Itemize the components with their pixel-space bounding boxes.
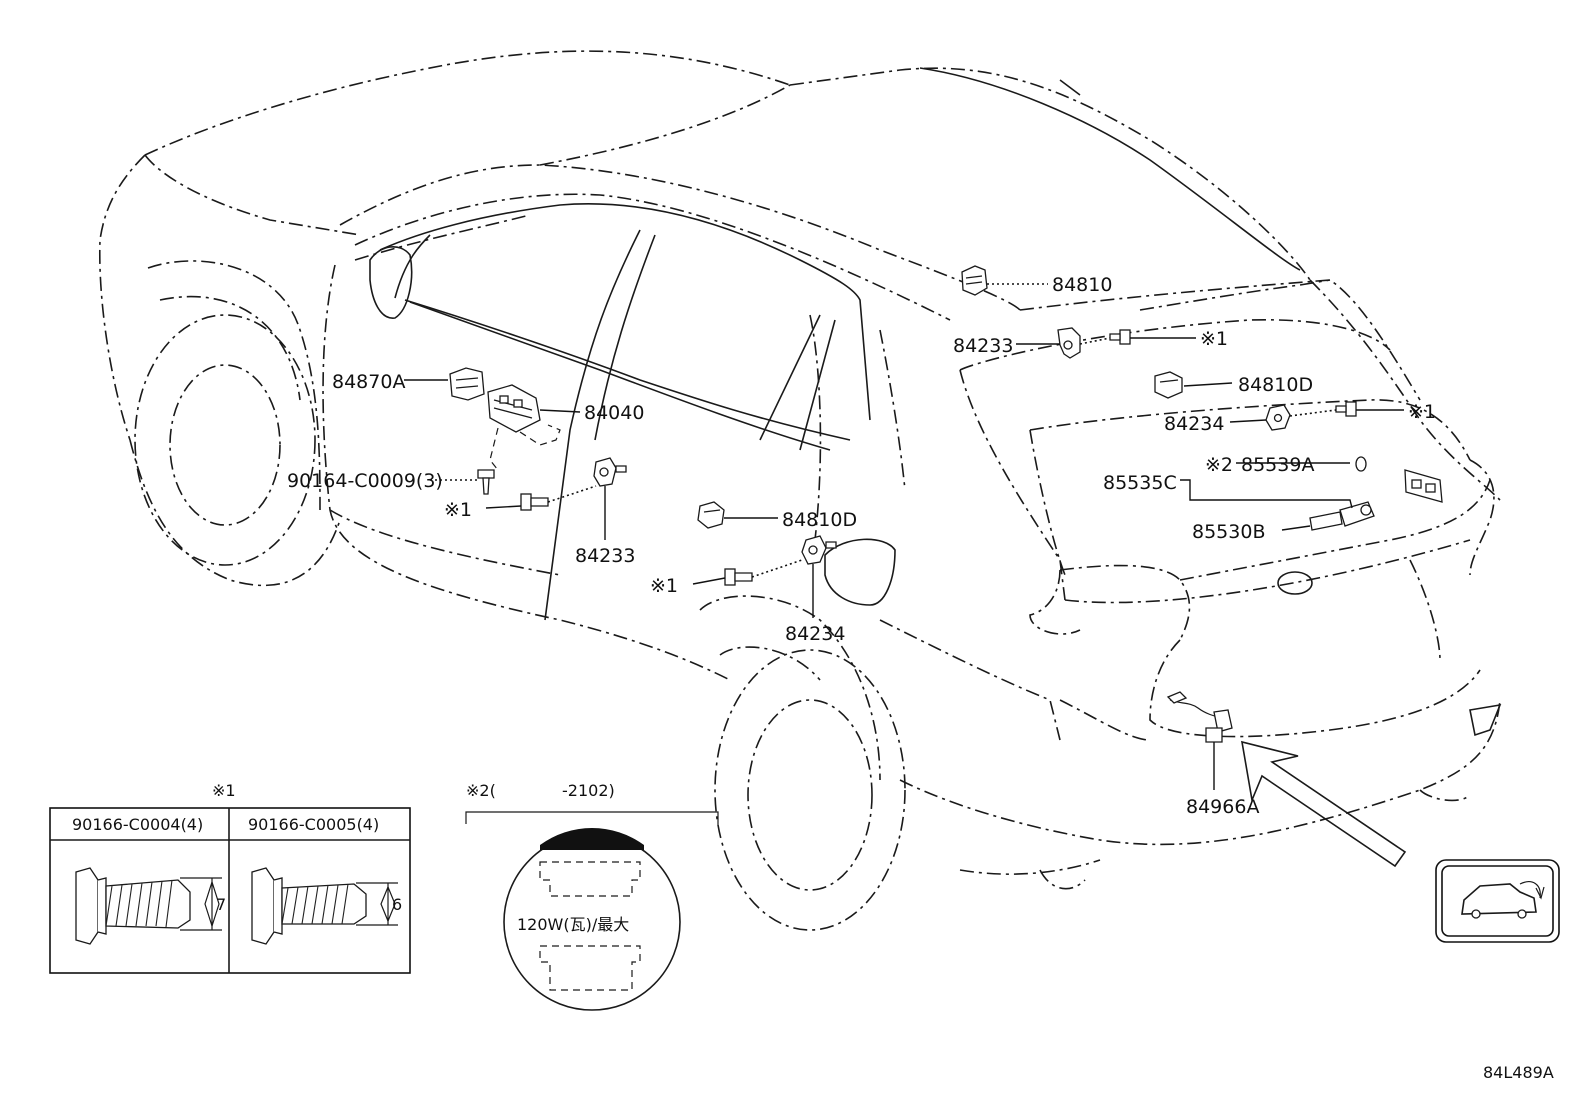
callout-85535C: 85535C bbox=[1103, 472, 1177, 494]
callout-84870A: 84870A bbox=[332, 371, 405, 393]
note2-detail-marker: ※2( bbox=[466, 781, 496, 800]
license-lamp-housing-icon bbox=[1404, 469, 1443, 503]
switch-base-84233-top-icon bbox=[1057, 327, 1081, 359]
switch-base-84234-low-icon bbox=[801, 535, 837, 565]
screw-mid-icon bbox=[1335, 401, 1357, 417]
note1-bolt-table: ※1 90166-C0004(4) 90166-C0005(4) 7 bbox=[49, 781, 411, 974]
callout-labels: 84810 84233 ※1 84810D 84234 ※1 85535C ※2… bbox=[287, 274, 1436, 818]
callout-84810: 84810 bbox=[1052, 274, 1112, 296]
callout-85530B: 85530B bbox=[1192, 521, 1265, 543]
bolt-90166-C0005-icon bbox=[251, 867, 398, 945]
callout-84234-top: 84234 bbox=[1164, 413, 1224, 435]
callout-85539A: 85539A bbox=[1241, 454, 1314, 476]
callout-90164: 90164-C0009(3) bbox=[287, 470, 443, 492]
switch-base-84233-left-icon bbox=[593, 457, 627, 487]
screw-left-icon bbox=[520, 493, 549, 511]
note1-col2-dimension: 6 bbox=[392, 895, 402, 914]
note1-col1-dimension: 7 bbox=[216, 895, 226, 914]
note1-low-marker: ※1 bbox=[650, 575, 678, 597]
switch-84810-icon bbox=[961, 265, 988, 296]
power-window-master-switch-84040-icon bbox=[487, 384, 561, 471]
callout-84040: 84040 bbox=[584, 402, 644, 424]
screw-90164-icon bbox=[477, 469, 495, 495]
screw-low-icon bbox=[724, 568, 753, 586]
callout-84233-left: 84233 bbox=[575, 545, 635, 567]
note1-left-marker: ※1 bbox=[444, 499, 472, 521]
switch-base-84234-mid-icon bbox=[1265, 404, 1291, 431]
callout-84233-top: 84233 bbox=[953, 335, 1013, 357]
note1-mid-marker: ※1 bbox=[1408, 401, 1436, 423]
callout-84966A: 84966A bbox=[1186, 796, 1259, 818]
screw-top-icon bbox=[1109, 329, 1131, 345]
back-door-switch-location-icon bbox=[1435, 859, 1560, 943]
callout-84234-low: 84234 bbox=[785, 623, 845, 645]
view-direction-arrow bbox=[1241, 740, 1407, 868]
note2-bulb-detail: ※2( -2102) 120W(瓦)/最大 bbox=[465, 781, 719, 1011]
drawing-code: 84L489A bbox=[1483, 1063, 1554, 1082]
vehicle-outline bbox=[98, 50, 1502, 931]
callout-84810D-mid: 84810D bbox=[782, 509, 857, 531]
note1-col1-header: 90166-C0004(4) bbox=[72, 815, 203, 834]
bolt-90166-C0004-icon bbox=[75, 867, 222, 945]
leader-lines bbox=[404, 283, 1404, 790]
note1-col2-header: 90166-C0005(4) bbox=[248, 815, 379, 834]
lamp-socket-85530B-icon bbox=[1309, 501, 1375, 531]
note1-table-marker: ※1 bbox=[212, 781, 236, 800]
note2-marker: ※2 bbox=[1205, 454, 1233, 476]
part-shapes bbox=[449, 265, 1443, 868]
bulb-rating-text: 120W(瓦)/最大 bbox=[517, 915, 629, 934]
switch-84810D-mid-icon bbox=[697, 501, 725, 529]
switch-84870A-icon bbox=[449, 367, 485, 401]
switch-84810D-top-icon bbox=[1154, 371, 1183, 399]
note1-top-marker: ※1 bbox=[1200, 328, 1228, 350]
note2-detail-range: -2102) bbox=[562, 781, 615, 800]
back-door-switch-84966A-icon bbox=[1166, 691, 1233, 743]
bulb-85539A-icon bbox=[1355, 456, 1367, 472]
callout-84810D-top: 84810D bbox=[1238, 374, 1313, 396]
